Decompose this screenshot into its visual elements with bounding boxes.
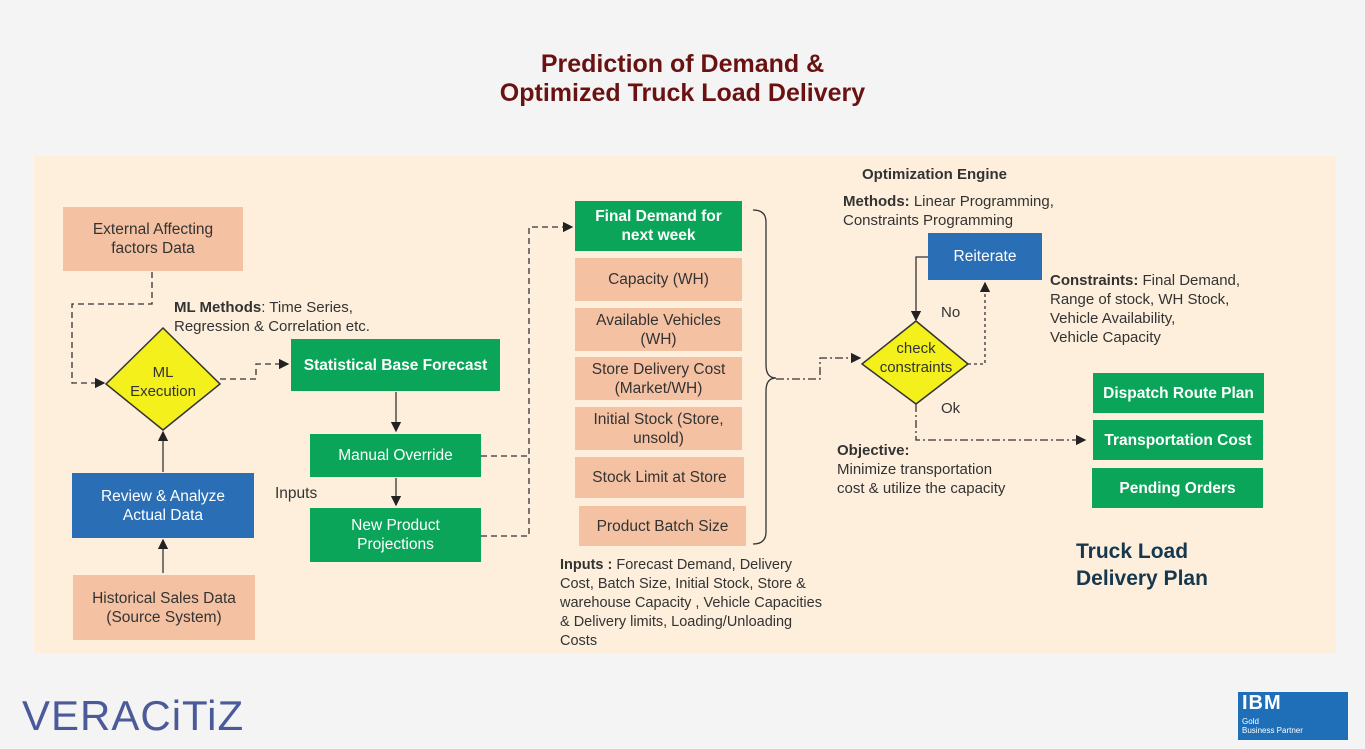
transportation-cost-label: Transportation Cost bbox=[1104, 431, 1252, 449]
ok-label: Ok bbox=[941, 400, 961, 417]
no-label: No bbox=[941, 304, 961, 321]
ml-methods-label: ML Methods bbox=[174, 299, 262, 316]
inputs-desc-line-0: Forecast Demand, Delivery bbox=[612, 557, 793, 573]
plan-title-line-2: Delivery Plan bbox=[1076, 567, 1208, 590]
pending-orders-box: Pending Orders bbox=[1092, 468, 1263, 508]
methods-line1: Linear Programming, bbox=[909, 193, 1054, 210]
methods-label: Methods: bbox=[843, 193, 910, 210]
new-product-label: New Product Projections bbox=[351, 517, 440, 553]
inputs-label: Inputs bbox=[275, 485, 318, 502]
statistical-forecast-label: Statistical Base Forecast bbox=[303, 356, 488, 374]
capacity-label: Capacity (WH) bbox=[608, 271, 709, 288]
product-batch-size-label: Product Batch Size bbox=[596, 517, 729, 535]
inputs-desc-line-4: Costs bbox=[560, 633, 598, 649]
objective-line-0: Minimize transportation bbox=[837, 461, 993, 478]
title-line-2: Optimized Truck Load Delivery bbox=[499, 79, 866, 107]
constraints-label: Constraints: bbox=[1050, 272, 1139, 289]
page-title: Prediction of Demand & Optimized Truck L… bbox=[0, 50, 1365, 108]
external-factors-label: External Affecting factors Data bbox=[92, 221, 214, 257]
constraints-text: Constraints: Final Demand, Range of stoc… bbox=[1050, 271, 1240, 347]
product-batch-size-box: Product Batch Size bbox=[579, 506, 746, 546]
reiterate-box: Reiterate bbox=[928, 233, 1042, 280]
dispatch-route-plan-box: Dispatch Route Plan bbox=[1093, 373, 1264, 413]
inputs-desc-line-1: Cost, Batch Size, Initial Stock, Store & bbox=[560, 576, 806, 592]
inputs-desc-line-2: warehouse Capacity , Vehicle Capacities bbox=[560, 595, 822, 611]
review-analyze-label: Review & Analyze Actual Data bbox=[100, 487, 226, 524]
pending-orders-label: Pending Orders bbox=[1119, 479, 1236, 497]
optimization-methods: Methods: Linear Programming, Constraints… bbox=[843, 192, 1054, 230]
dispatch-route-plan-label: Dispatch Route Plan bbox=[1103, 384, 1254, 402]
initial-stock-box: Initial Stock (Store, unsold) bbox=[575, 407, 742, 450]
stock-limit-box: Stock Limit at Store bbox=[575, 457, 744, 498]
methods-line2: Constraints Programming bbox=[843, 212, 1014, 229]
truck-load-plan-title: Truck Load Delivery Plan bbox=[1076, 538, 1208, 592]
review-analyze-box: Review & Analyze Actual Data bbox=[72, 473, 254, 538]
constraints-line-1: Range of stock, WH Stock, bbox=[1050, 291, 1230, 308]
ml-methods-line2: Regression & Correlation etc. bbox=[174, 318, 370, 335]
objective-text: Objective: Minimize transportation cost … bbox=[837, 441, 1005, 498]
store-delivery-cost-label: Store Delivery Cost (Market/WH) bbox=[591, 360, 726, 397]
check-constraints-diamond bbox=[860, 320, 970, 405]
veracitiz-logo: VERACiTiZ bbox=[22, 692, 245, 739]
stock-limit-label: Stock Limit at Store bbox=[592, 469, 727, 486]
ml-methods-text: ML Methods: Time Series, Regression & Co… bbox=[174, 298, 370, 336]
ibm-partner-logo: IBM Gold Business Partner bbox=[1238, 692, 1348, 740]
objective-line-1: cost & utilize the capacity bbox=[837, 480, 1006, 497]
initial-stock-label: Initial Stock (Store, unsold) bbox=[593, 410, 724, 447]
available-vehicles-label: Available Vehicles (WH) bbox=[596, 311, 721, 348]
ml-methods-line1: : Time Series, bbox=[261, 299, 353, 316]
constraints-line-2: Vehicle Availability, bbox=[1050, 310, 1176, 327]
manual-override-box: Manual Override bbox=[310, 434, 481, 477]
manual-override-label: Manual Override bbox=[338, 447, 453, 464]
final-demand-box: Final Demand for next week bbox=[575, 201, 742, 251]
final-demand-label: Final Demand for next week bbox=[595, 208, 722, 244]
ml-execution-diamond bbox=[104, 326, 222, 431]
ibm-logo-text: IBM bbox=[1242, 692, 1282, 714]
capacity-box: Capacity (WH) bbox=[575, 258, 742, 301]
store-delivery-cost-box: Store Delivery Cost (Market/WH) bbox=[575, 357, 742, 400]
new-product-box: New Product Projections bbox=[310, 508, 481, 562]
ibm-sub-text: Gold Business Partner bbox=[1242, 717, 1303, 735]
ml-execution-label: ML Execution bbox=[130, 364, 196, 400]
reiterate-label: Reiterate bbox=[953, 248, 1017, 265]
available-vehicles-box: Available Vehicles (WH) bbox=[575, 308, 742, 351]
inputs-description: Inputs : Forecast Demand, Delivery Cost,… bbox=[560, 556, 822, 651]
title-line-1: Prediction of Demand & bbox=[540, 50, 825, 78]
historical-sales-label: Historical Sales Data (Source System) bbox=[92, 589, 236, 626]
optimization-engine-title: Optimization Engine bbox=[862, 166, 1007, 183]
plan-title-line-1: Truck Load bbox=[1076, 540, 1189, 563]
constraints-line-3: Vehicle Capacity bbox=[1050, 329, 1161, 346]
transportation-cost-box: Transportation Cost bbox=[1093, 420, 1263, 460]
check-constraints-label: check constraints bbox=[879, 340, 953, 376]
objective-label: Objective: bbox=[837, 442, 910, 459]
statistical-forecast-box: Statistical Base Forecast bbox=[291, 339, 500, 391]
constraints-line-0: Final Demand, bbox=[1138, 272, 1241, 289]
historical-sales-box: Historical Sales Data (Source System) bbox=[73, 575, 255, 640]
external-factors-box: External Affecting factors Data bbox=[63, 207, 243, 271]
inputs-desc-label: Inputs : bbox=[560, 557, 613, 573]
inputs-desc-line-3: & Delivery limits, Loading/Unloading bbox=[560, 614, 793, 630]
